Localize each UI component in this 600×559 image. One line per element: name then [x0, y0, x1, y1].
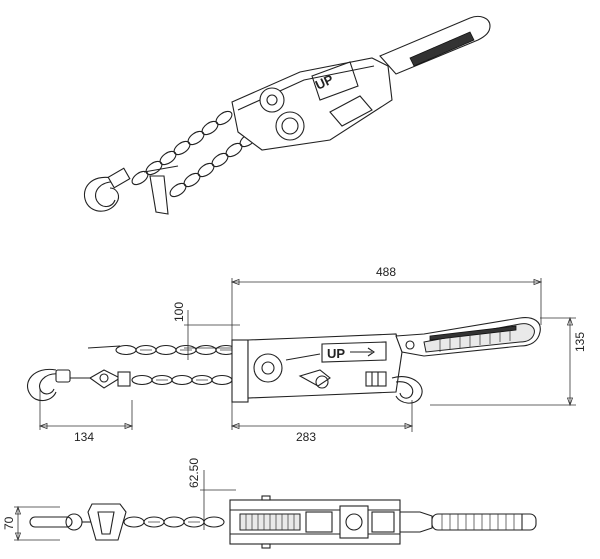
- dim-body-to-hook: 283: [296, 430, 316, 444]
- front-swivel: [70, 369, 131, 389]
- front-up-label: UP: [327, 346, 345, 361]
- top-handle: [399, 511, 537, 533]
- dim-side-offset: 62.50: [187, 458, 201, 488]
- front-body: UP: [231, 333, 403, 403]
- top-left-hook: [29, 513, 92, 531]
- iso-up-label: UP: [313, 71, 336, 92]
- dim-chain-offset: 100: [172, 302, 186, 322]
- iso-shackle: [149, 175, 169, 215]
- front-handle: [395, 317, 541, 357]
- dim-overall-length: 488: [376, 265, 396, 279]
- isometric-view: UP: [84, 15, 491, 215]
- top-chain: [123, 516, 225, 528]
- iso-handle: [379, 15, 491, 75]
- front-upper-chain: [87, 344, 237, 356]
- dim-handle-height: 135: [573, 332, 587, 352]
- front-view: 488 100 135 134 283: [27, 265, 587, 444]
- front-lower-chain: [131, 374, 233, 386]
- dim-body-width: 70: [2, 516, 16, 530]
- top-body: [229, 495, 401, 549]
- front-left-hook: [27, 368, 71, 402]
- iso-hook: [84, 167, 131, 212]
- iso-body: UP: [231, 57, 393, 151]
- top-shackle: [87, 503, 127, 541]
- front-right-hook: [391, 376, 423, 404]
- dim-hook-span: 134: [74, 430, 94, 444]
- top-view: 62.50 70: [2, 458, 537, 549]
